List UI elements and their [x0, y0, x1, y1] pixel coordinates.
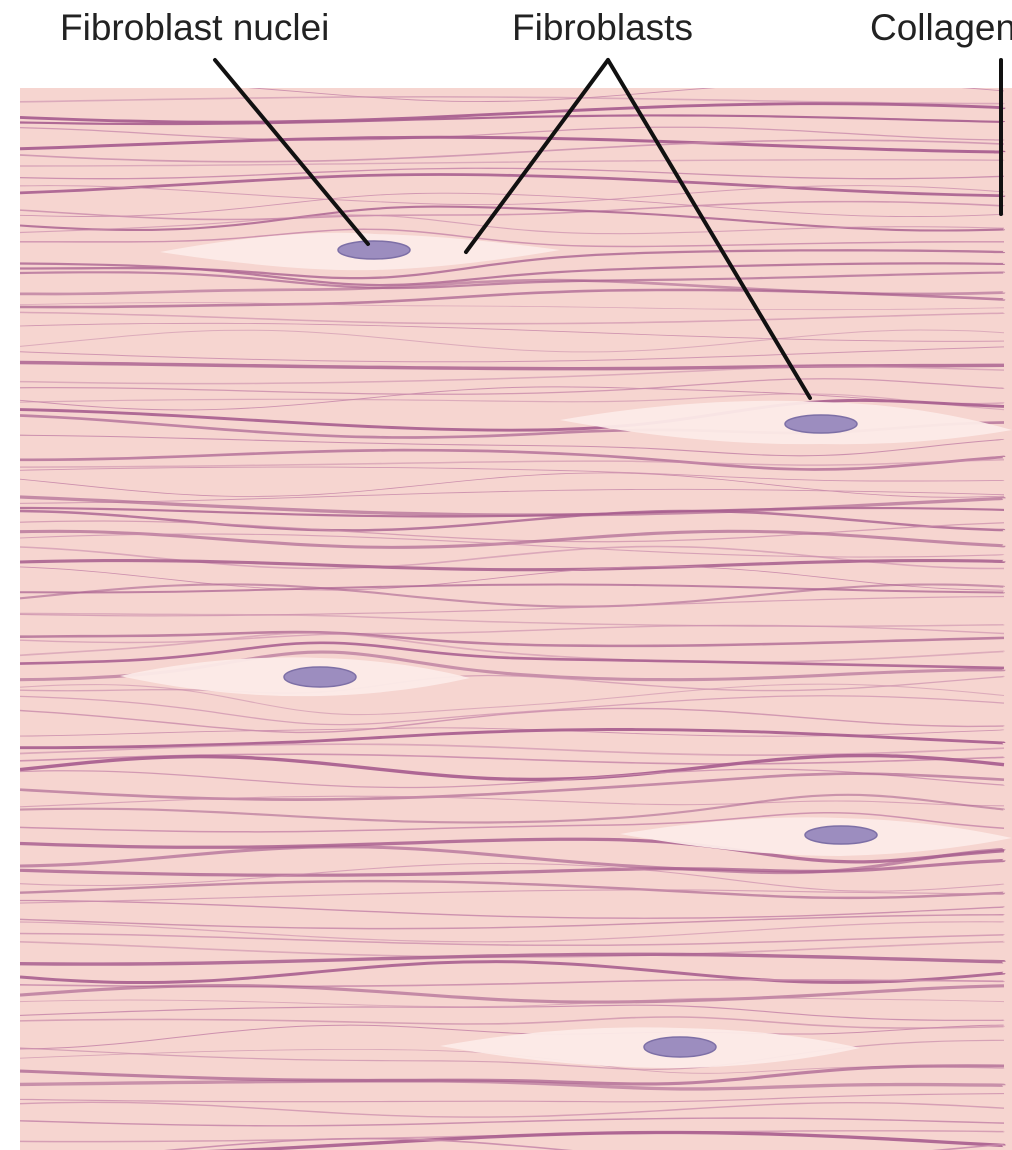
nucleus-icon [805, 826, 877, 844]
label-fibroblasts: Fibroblasts [512, 7, 693, 48]
label-fibroblast-nuclei: Fibroblast nuclei [60, 7, 329, 48]
label-collagen: Collagen [870, 7, 1012, 48]
nucleus-icon [284, 667, 356, 687]
nucleus-icon [338, 241, 410, 259]
nucleus-icon [644, 1037, 716, 1057]
nucleus-icon [785, 415, 857, 433]
